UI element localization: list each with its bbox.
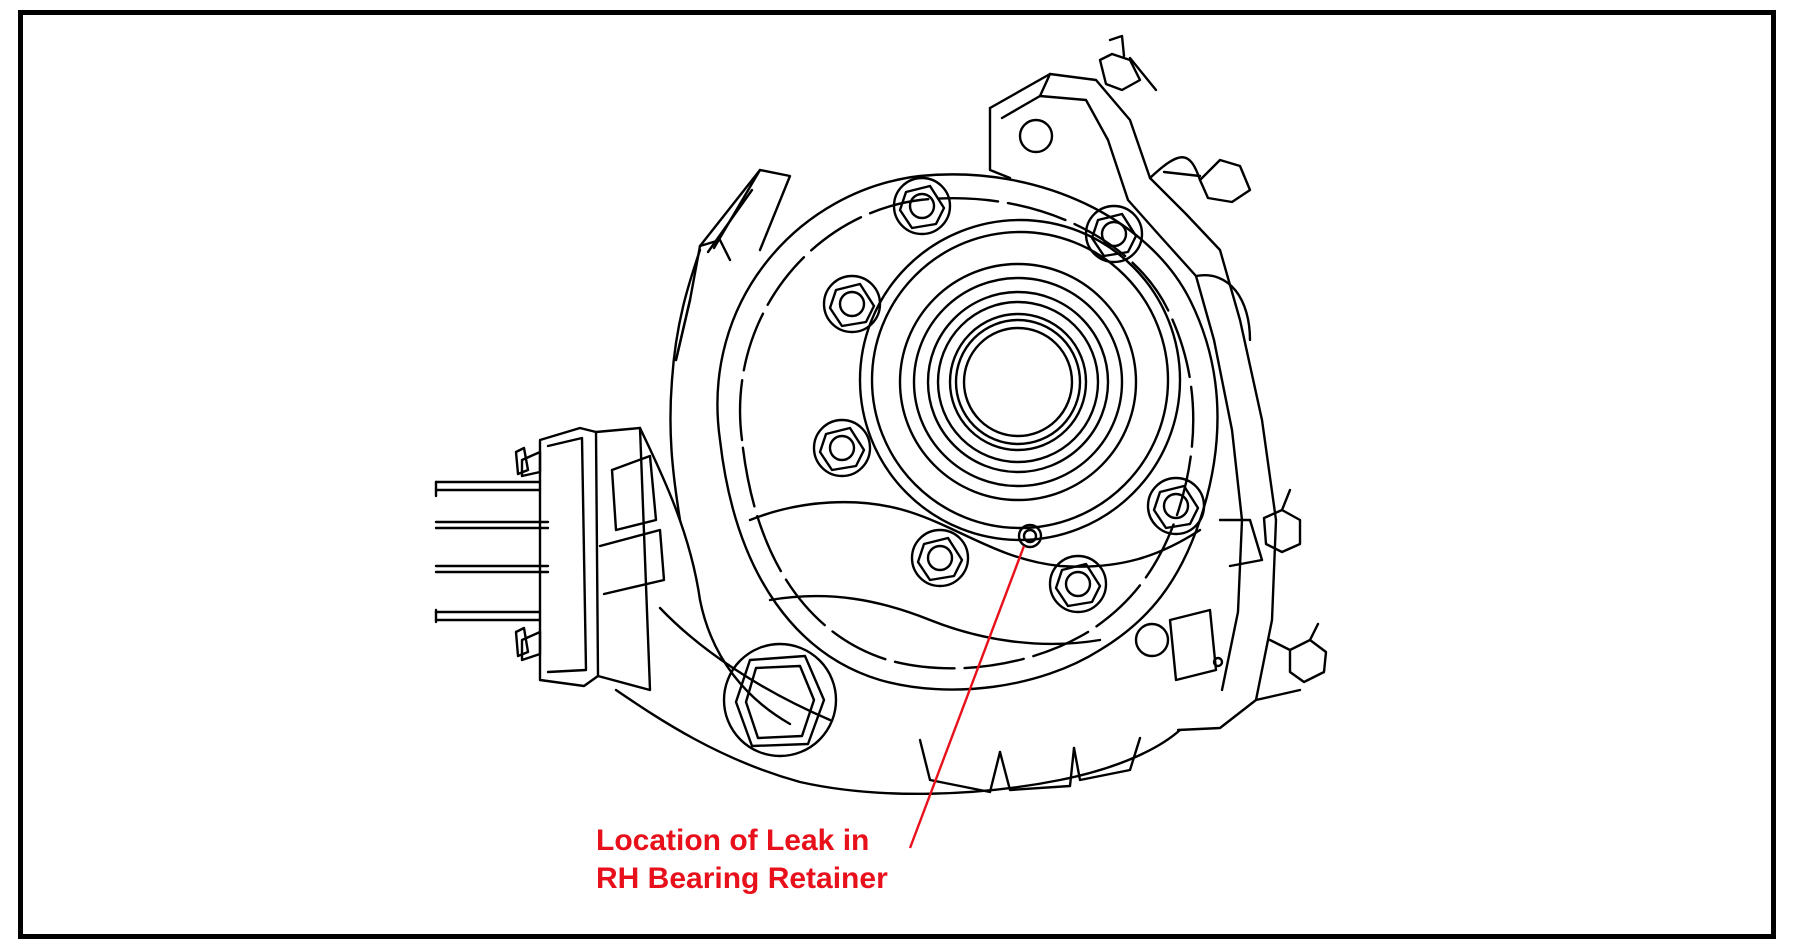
callout-line-1: Location of Leak in xyxy=(596,824,870,857)
callout-line-2: RH Bearing Retainer xyxy=(596,862,888,895)
bolt xyxy=(1048,554,1108,614)
bolt xyxy=(910,528,970,588)
retainer-bolts xyxy=(812,176,1206,614)
bolt xyxy=(822,274,882,334)
leader-line xyxy=(908,545,1026,849)
upper-left-wing xyxy=(669,168,792,522)
axle-flange xyxy=(514,426,652,692)
bolt xyxy=(1084,204,1144,264)
bolt xyxy=(892,176,952,236)
right-bracket xyxy=(988,34,1328,732)
axle-tube xyxy=(434,480,550,624)
bolt xyxy=(812,418,872,478)
leak-callout: Location of Leak in RH Bearing Retainer xyxy=(596,822,888,898)
cover-disc xyxy=(716,173,1219,691)
fill-plug xyxy=(722,642,838,758)
leak-hole xyxy=(1017,523,1043,549)
bolt xyxy=(1146,476,1206,536)
leak-hole-inner xyxy=(1022,528,1038,544)
figure-frame xyxy=(18,10,1776,939)
lower-housing xyxy=(598,426,1182,796)
bearing-retainer xyxy=(858,218,1182,542)
